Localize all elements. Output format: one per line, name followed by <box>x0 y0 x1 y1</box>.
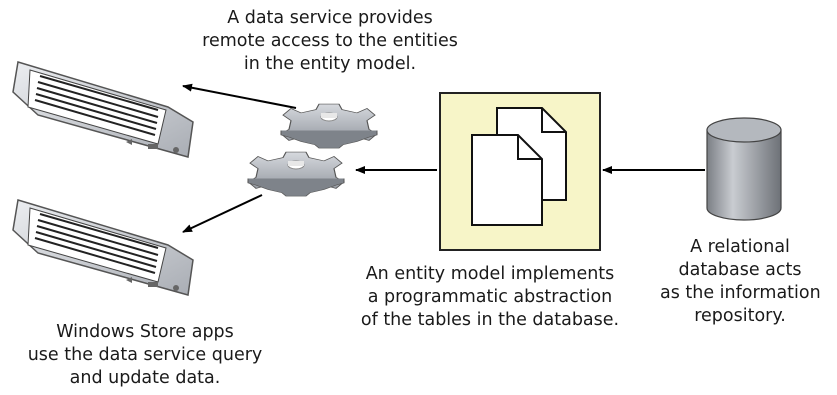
tablet-device-icon <box>12 61 194 158</box>
tablet-device-icon <box>12 199 194 296</box>
arrow-to-app-2 <box>182 194 263 233</box>
apps-caption: Windows Store apps use the data service … <box>27 322 263 388</box>
entity-model-caption: An entity model implements a programmati… <box>360 264 620 330</box>
gear-icon <box>247 151 345 197</box>
document-icon <box>471 134 543 226</box>
arrow-to-app-1 <box>182 83 297 109</box>
data-service-caption: A data service provides remote access to… <box>202 8 458 74</box>
database-cylinder-icon <box>706 117 782 221</box>
database-caption: A relational database acts as the inform… <box>660 237 821 326</box>
gear-icon <box>280 103 378 149</box>
